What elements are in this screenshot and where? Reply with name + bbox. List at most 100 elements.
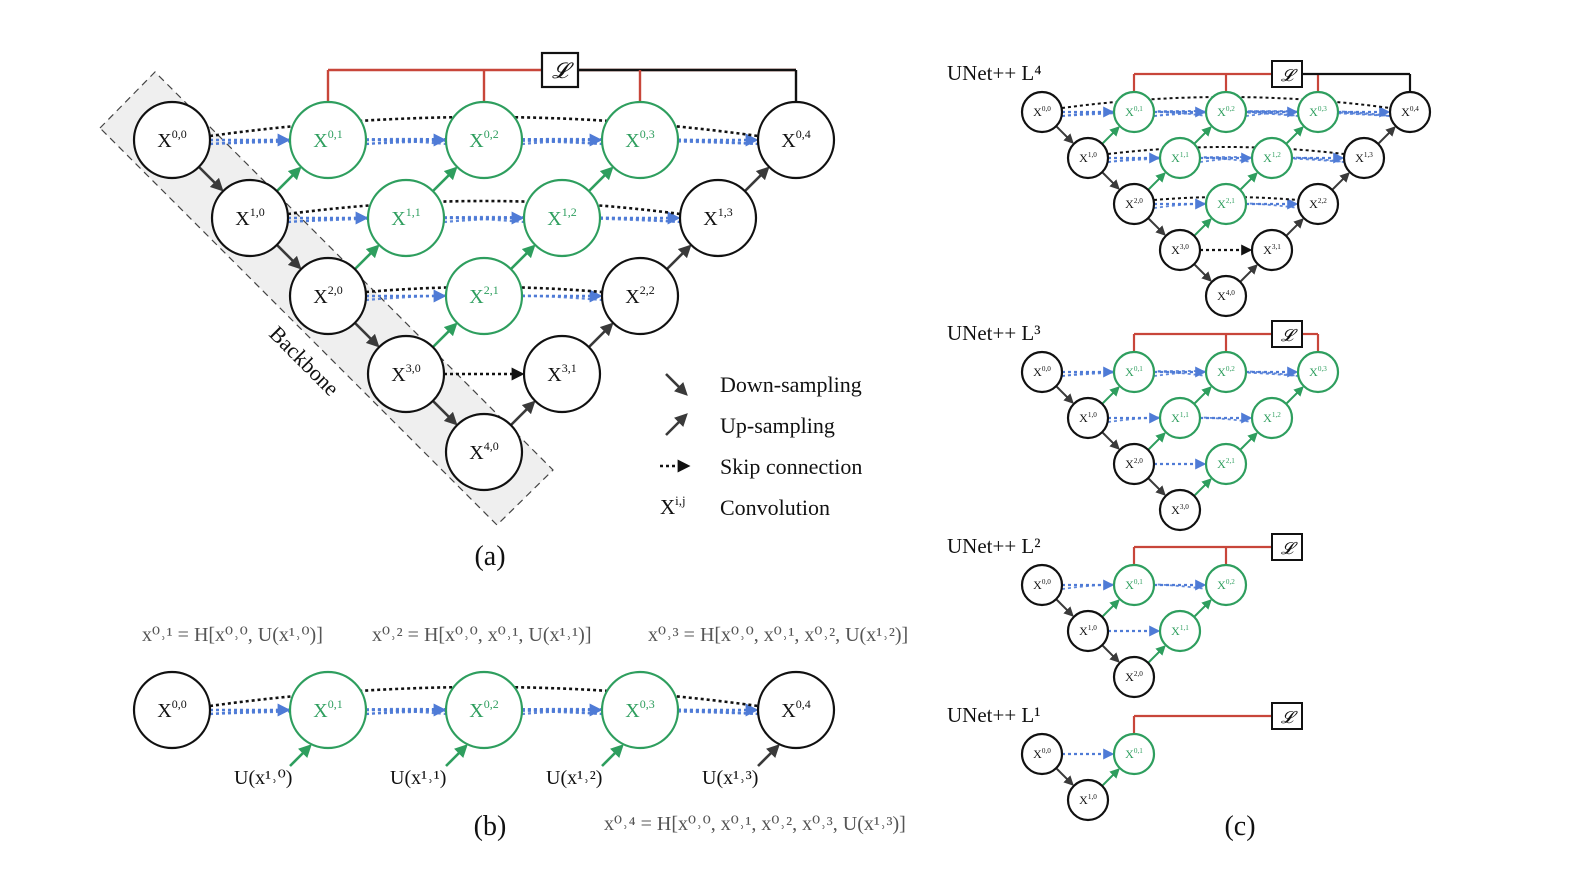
node-c-x20: X2,0 <box>1112 442 1156 486</box>
node-label-sup: 0,4 <box>796 697 811 711</box>
node-label-base: X <box>1171 243 1180 257</box>
node-label-sup: 0,2 <box>484 697 499 711</box>
node-label: X1,0 <box>1079 624 1097 638</box>
node-label: X0,2 <box>1217 578 1235 592</box>
down-sampling-edge <box>1147 217 1166 236</box>
node-circle <box>600 256 680 336</box>
node-label: X1,0 <box>1079 411 1097 425</box>
node-label-sup: 2,2 <box>640 283 655 297</box>
node-label: X0,1 <box>1125 747 1143 761</box>
node-circle <box>1158 396 1202 440</box>
node-label-sup: 0,2 <box>1226 105 1235 113</box>
node-label-sup: 0,1 <box>1134 578 1143 586</box>
node-label-base: X <box>1033 578 1042 592</box>
dense-skip-edge <box>287 215 681 224</box>
node-circle <box>1250 136 1294 180</box>
node-label: X2,1 <box>1217 197 1235 211</box>
node-c-x30: X3,0 <box>1158 228 1202 272</box>
node-label: X0,0 <box>1033 747 1051 761</box>
node-label: X1,1 <box>1171 624 1189 638</box>
node-label-sup: 1,3 <box>718 205 733 219</box>
legend-label-conv: Convolution <box>720 495 830 520</box>
node-label-sup: 3,1 <box>562 361 577 375</box>
subfig-edges <box>1055 72 1412 283</box>
node-c-x31: X3,1 <box>1250 228 1294 272</box>
node-label-sup: 1,1 <box>406 205 421 219</box>
subfig-title-l4: UNet++ L⁴ <box>947 61 1042 85</box>
node-label-base: X <box>1125 670 1134 684</box>
node-label-base: X <box>1125 457 1134 471</box>
node-label-base: X <box>1217 457 1226 471</box>
up-sampling-edge <box>1193 218 1212 237</box>
node-label-sup: 1,0 <box>1088 793 1097 801</box>
down-sampling-edge <box>275 243 302 270</box>
loss-connector-a: 𝓛 <box>326 51 798 104</box>
node-label-sup: 3,1 <box>1272 243 1281 251</box>
node-circle <box>1204 563 1248 607</box>
up-sampling-edge <box>1193 599 1212 618</box>
node-label: X0,0 <box>1033 105 1051 119</box>
node-label-base: X <box>781 130 796 152</box>
node-label-sup: 0,2 <box>1226 365 1235 373</box>
node-label-base: X <box>625 286 640 308</box>
node-c-x20: X2,0 <box>1112 655 1156 699</box>
up-sampling-edge <box>1101 768 1120 787</box>
node-circle <box>1112 90 1156 134</box>
down-sampling-arrow-icon <box>665 373 688 396</box>
input-u12: U(x¹˒²) <box>546 767 602 789</box>
node-label-sup: 4,0 <box>484 439 499 453</box>
node-label: X0,0 <box>1033 578 1051 592</box>
node-label-sup: 1,0 <box>250 205 265 219</box>
panel-a-label: (a) <box>474 541 505 572</box>
loss-box <box>1271 533 1303 561</box>
node-label-base: X <box>1079 624 1088 638</box>
node-label-base: X <box>1263 243 1272 257</box>
node-circle <box>1112 350 1156 394</box>
node-circle <box>1204 350 1248 394</box>
node-label-base: X <box>1401 105 1410 119</box>
node-x22: X2,2 <box>600 256 680 336</box>
node-label-sup: 1,2 <box>1272 151 1281 159</box>
node-label-base: X <box>1171 624 1180 638</box>
node-x04: X0,4 <box>756 100 836 180</box>
node-x13: X1,3 <box>678 178 758 258</box>
node-label: X1,1 <box>1171 151 1189 165</box>
node-circle <box>1112 182 1156 226</box>
down-sampling-edge <box>197 165 224 192</box>
node-x03: X0,3 <box>600 100 680 180</box>
node-label-base: X <box>1033 105 1042 119</box>
node-c-x01: X0,1 <box>1112 90 1156 134</box>
node-b-x01: X0,1 <box>288 670 368 750</box>
node-label: X3,1 <box>547 361 576 386</box>
node-label-base: X <box>391 208 406 230</box>
node-circle <box>444 412 524 492</box>
node-label-base: X <box>313 700 328 722</box>
dense-skip-edge <box>365 707 603 716</box>
down-sampling-edge <box>1101 171 1120 190</box>
node-c-x10: X1,0 <box>1066 609 1110 653</box>
node-label-sup: 1,2 <box>1272 411 1281 419</box>
node-circle <box>1296 182 1340 226</box>
input-u11: U(x¹˒¹) <box>390 767 446 789</box>
node-label-sup: 2,2 <box>1318 197 1327 205</box>
node-label-base: X <box>1309 365 1318 379</box>
node-c-x01: X0,1 <box>1112 563 1156 607</box>
node-label-base: X <box>1079 151 1088 165</box>
node-circle <box>1066 778 1110 822</box>
node-label-sup: 0,1 <box>328 697 343 711</box>
node-label: X0,2 <box>1217 365 1235 379</box>
node-label: X0,0 <box>157 697 186 722</box>
node-circle <box>444 100 524 180</box>
node-label: X0,1 <box>313 697 342 722</box>
node-label-sup: 3,0 <box>406 361 421 375</box>
node-label: X3,0 <box>391 361 420 386</box>
up-sampling-edge <box>1193 386 1212 405</box>
node-c-x01: X0,1 <box>1112 350 1156 394</box>
node-circle <box>1112 732 1156 776</box>
up-sampling-edge <box>1101 126 1120 145</box>
